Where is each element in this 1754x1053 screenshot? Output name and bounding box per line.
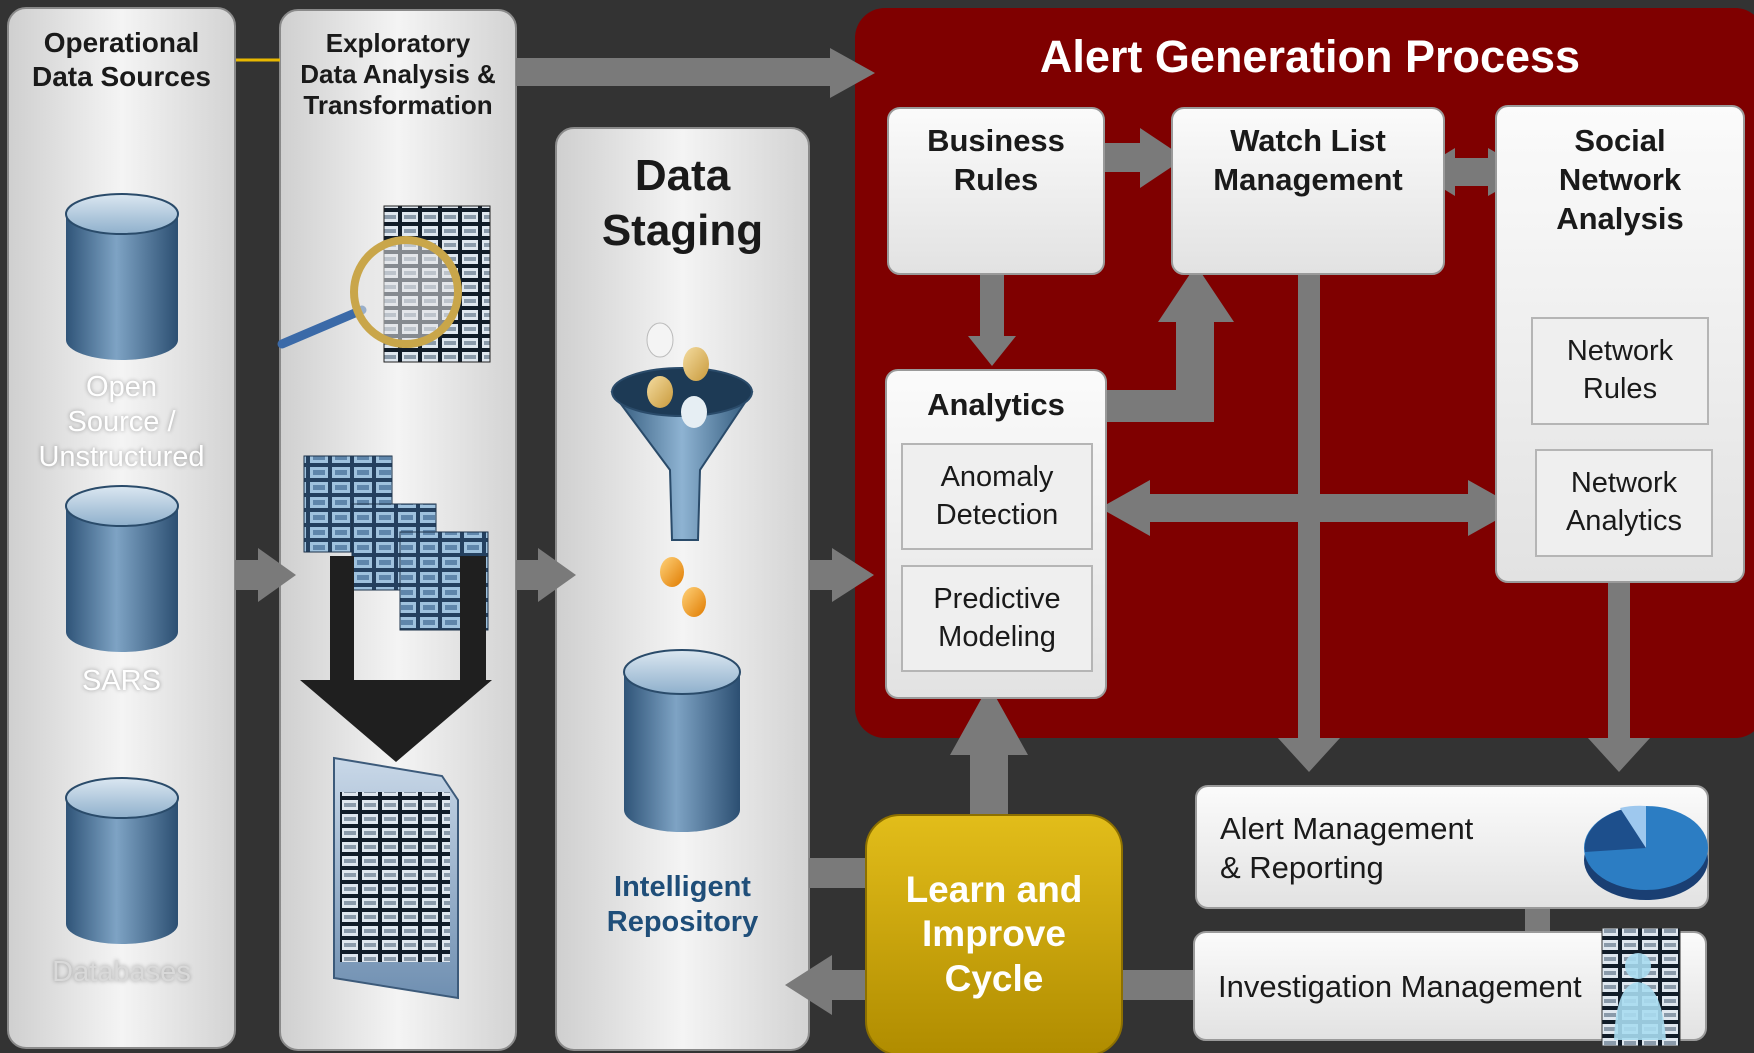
alert-management-box	[1195, 785, 1709, 909]
social-network-line2: Network	[1558, 161, 1682, 197]
investigation-box	[1193, 931, 1707, 1041]
learn-cycle-label: Learn and Improve Cycle	[866, 868, 1122, 1001]
database-icon	[65, 193, 179, 360]
open-source-line3: Unstructured	[38, 440, 205, 473]
anomaly-label: Anomaly Detection	[902, 459, 1092, 534]
anomaly-line2: Detection	[935, 498, 1059, 531]
connector-staging-learn	[809, 858, 869, 888]
database-icon	[65, 777, 179, 944]
arrow-ops-to-explore	[235, 548, 296, 602]
watch-list-box	[1171, 107, 1445, 275]
exploratory-title-line1: Exploratory	[325, 28, 471, 58]
exploratory-title: Exploratory Data Analysis & Transformati…	[284, 28, 512, 122]
predictive-line2: Modeling	[938, 620, 1056, 653]
business-rules-line2: Rules	[953, 161, 1039, 197]
arrow-analytics-network	[1100, 480, 1518, 536]
repository-line2: Repository	[606, 905, 759, 938]
open-source-line1: Open	[86, 371, 157, 403]
person-card-icon	[1601, 927, 1681, 1047]
social-network-line1: Social	[1574, 123, 1666, 158]
network-rules-line1: Network	[1566, 335, 1674, 367]
predictive-box	[901, 565, 1093, 672]
arrow-analytics-to-watchlist	[1107, 265, 1234, 422]
repository-label: Intelligent Repository	[556, 870, 809, 940]
operational-title-line1: Operational	[43, 27, 200, 58]
alert-process-title: Alert Generation Process	[1039, 31, 1581, 82]
exploratory-title-line3: Transformation	[303, 90, 493, 121]
open-source-line2: Source /	[67, 405, 176, 438]
watch-list-line2: Management	[1213, 161, 1403, 197]
investigation-management-label: Investigation Management	[1218, 969, 1582, 1004]
operational-title: Operational Data Sources	[16, 26, 227, 93]
repository-line1: Intelligent	[614, 871, 751, 903]
funnel-icon	[610, 322, 754, 617]
arrow-learn-to-staging	[785, 955, 869, 1015]
anomaly-line1: Anomaly	[940, 461, 1054, 493]
anomaly-box	[901, 443, 1093, 550]
document-icon	[333, 756, 459, 1000]
staging-title-line2: Staging	[601, 206, 764, 255]
predictive-label: Predictive Modeling	[902, 581, 1092, 656]
operational-title-line2: Data Sources	[32, 60, 211, 92]
network-analytics-line2: Analytics	[1565, 504, 1683, 537]
predictive-line1: Predictive	[933, 583, 1061, 615]
network-rules-line2: Rules	[1582, 372, 1658, 405]
staging-title: Data Staging	[556, 148, 809, 258]
arrow-social-to-alertmgmt	[1588, 582, 1650, 772]
open-source-label: Open Source / Unstructured	[16, 370, 227, 474]
pie-chart-icon	[1584, 805, 1708, 900]
learn-cycle-line1: Learn and	[905, 869, 1083, 910]
analytics-label: Analytics	[927, 387, 1065, 422]
network-analytics-line1: Network	[1570, 467, 1678, 499]
arrow-explore-to-staging	[516, 548, 576, 602]
social-network-line3: Analysis	[1556, 200, 1684, 236]
learn-cycle-line2: Improve	[922, 913, 1066, 955]
business-rules-line1: Business	[927, 123, 1065, 158]
database-icon	[623, 649, 741, 832]
arrow-staging-to-alert	[809, 548, 874, 602]
connector-investigation-learn	[1120, 970, 1195, 1000]
alert-management-line1: Alert Management	[1220, 811, 1474, 846]
staging-title-line1: Data	[634, 151, 731, 200]
merge-arrow	[300, 556, 492, 762]
arrow-rules-to-watchlist	[1105, 128, 1185, 188]
alert-management-line2: & Reporting	[1220, 849, 1384, 885]
watch-list-line1: Watch List	[1230, 123, 1386, 158]
business-rules-box	[887, 107, 1105, 275]
learn-cycle-line3: Cycle	[944, 957, 1044, 999]
business-rules-label: Business Rules	[888, 122, 1104, 200]
learn-cycle-box	[865, 814, 1123, 1053]
watch-list-label: Watch List Management	[1172, 122, 1444, 200]
network-analytics-label: Network Analytics	[1536, 465, 1712, 540]
databases-label: Databases	[52, 956, 191, 988]
network-analytics-box	[1535, 449, 1713, 557]
network-rules-label: Network Rules	[1532, 333, 1708, 408]
arrow-top	[516, 48, 875, 98]
magnifier-icon	[277, 205, 491, 363]
exploratory-title-line2: Data Analysis &	[300, 59, 496, 90]
arrow-learn-to-analytics	[950, 685, 1028, 820]
network-rules-box	[1531, 317, 1709, 425]
database-icon	[65, 485, 179, 652]
sars-label: SARS	[82, 665, 161, 697]
social-network-label: Social Network Analysis	[1496, 122, 1744, 238]
alert-management-label: Alert Management & Reporting	[1220, 810, 1580, 888]
